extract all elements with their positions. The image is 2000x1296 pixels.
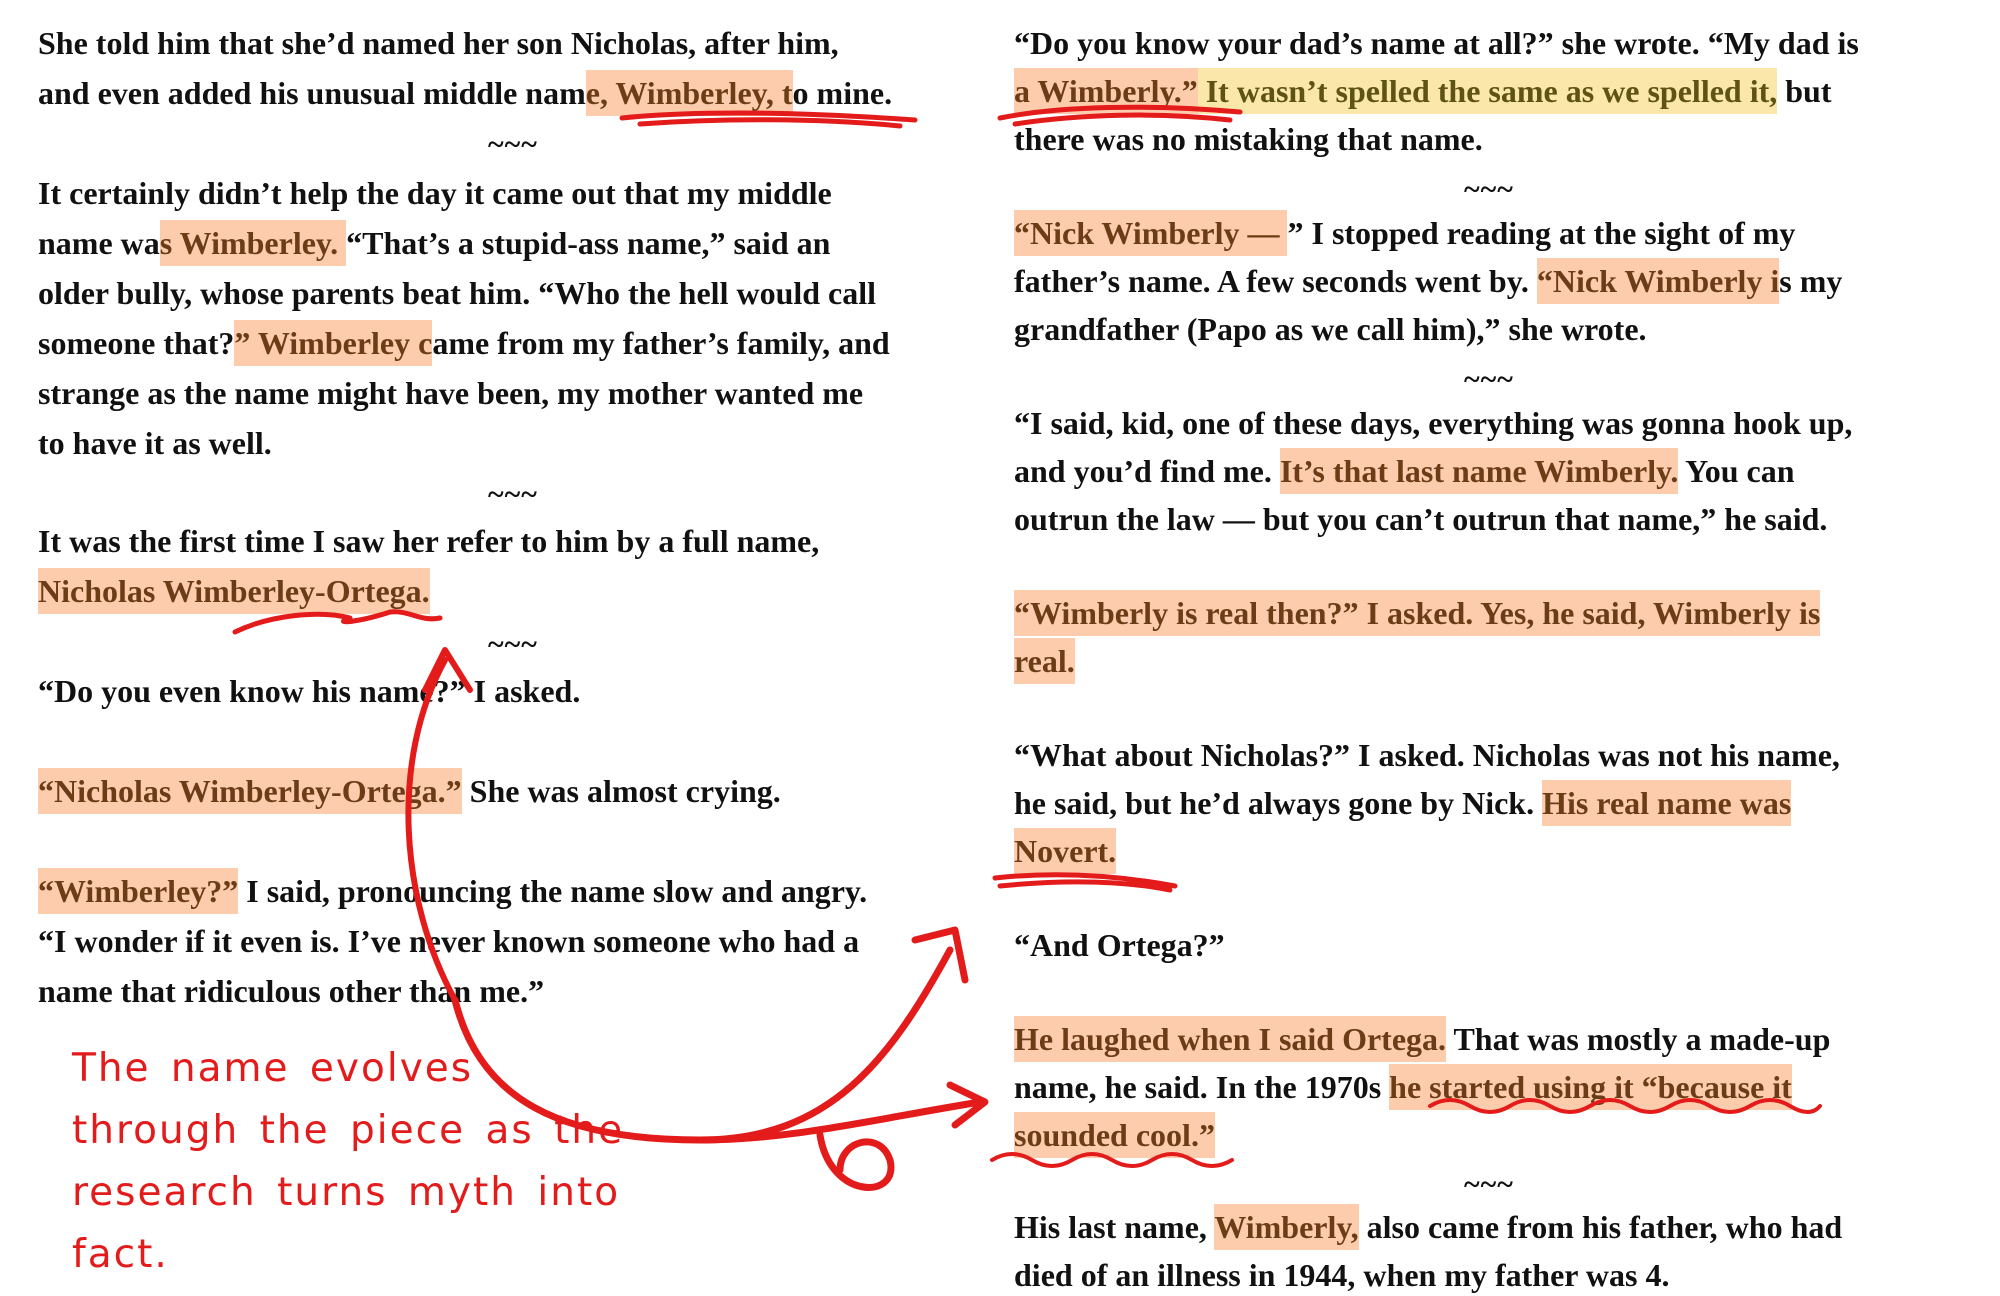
curved-arrow [405, 657, 458, 1003]
text-line: “Do you know your dad’s name at all?” sh… [1014, 25, 1859, 61]
text-line: strange as the name might have been, my … [38, 375, 864, 411]
section-separator: ~~~ [488, 128, 538, 161]
highlight: sounded cool.” [1014, 1112, 1215, 1158]
annotation-line: fact. [72, 1232, 169, 1277]
text-line: “Nick Wimberly — ” I stopped reading at … [1014, 210, 1795, 256]
section-separator: ~~~ [488, 628, 538, 661]
highlight: he started using it “because it [1389, 1064, 1792, 1110]
text-line: “I wonder if it even is. I’ve never know… [38, 923, 860, 959]
annotation-line: research turns myth into [72, 1170, 621, 1215]
text-line: “Wimberley?” I said, pronouncing the nam… [38, 868, 867, 914]
section-separator: ~~~ [1464, 363, 1514, 396]
text-line: outrun the law — but you can’t outrun th… [1014, 501, 1828, 537]
text-line: name that ridiculous other than me.” [38, 973, 545, 1009]
text-line: “Wimberly is real then?” I asked. Yes, h… [1014, 590, 1821, 636]
text-line: His last name, Wimberly, also came from … [1014, 1204, 1842, 1250]
curved-arrow [696, 1098, 984, 1191]
text-line: there was no mistaking that name. [1014, 121, 1483, 157]
text-line: Novert. [1014, 828, 1117, 874]
highlight: a Wimberly.” [1014, 68, 1198, 114]
text-line: He laughed when I said Ortega. That was … [1014, 1016, 1830, 1062]
text-line: Nicholas Wimberley-Ortega. [38, 568, 430, 614]
highlight: Nicholas Wimberley-Ortega. [38, 568, 430, 614]
arrow-head [946, 1081, 989, 1129]
section-separator: ~~~ [1464, 1168, 1514, 1201]
highlight: His real name was [1542, 780, 1792, 826]
section-separator: ~~~ [488, 478, 538, 511]
highlight: “Wimberley?” [38, 868, 239, 914]
highlight: “Nick Wimberly — [1014, 210, 1288, 256]
curved-arrow [451, 946, 954, 1144]
text-line: and you’d find me. It’s that last name W… [1014, 448, 1795, 494]
text-line: It was the first time I saw her refer to… [38, 523, 820, 559]
text-line: sounded cool.” [1014, 1112, 1215, 1158]
text-line: It certainly didn’t help the day it came… [38, 175, 832, 211]
annotation-line: The name evolves [72, 1046, 474, 1091]
underline-scribble [619, 110, 918, 129]
arrow-head [911, 926, 969, 984]
text-line: grandfather (Papo as we call him),” she … [1014, 311, 1647, 347]
underline-scribble [232, 609, 443, 635]
text-line: to have it as well. [38, 425, 272, 461]
text-line: and even added his unusual middle name, … [38, 70, 892, 116]
highlight: s Wimberley. [159, 220, 347, 266]
underline-scribble [992, 872, 1178, 893]
highlight-yellow: It wasn’t spelled the same as we spelled… [1197, 68, 1778, 114]
text-line: “And Ortega?” [1014, 927, 1225, 963]
text-line: name, he said. In the 1970s he started u… [1014, 1064, 1792, 1110]
highlight: It’s that last name Wimberly. [1279, 448, 1679, 494]
handwritten-annotation: The name evolves through the piece as th… [72, 1038, 672, 1286]
text-line: older bully, whose parents beat him. “Wh… [38, 275, 877, 311]
wavy-underline [990, 1152, 1234, 1168]
text-line: someone that?” Wimberley came from my fa… [38, 320, 890, 366]
underline-scribble [997, 104, 1243, 127]
text-line: he said, but he’d always gone by Nick. H… [1014, 780, 1792, 826]
highlight: Wimberly, [1214, 1204, 1359, 1250]
highlight: e, Wimberley, t [585, 70, 793, 116]
arrow-head [422, 647, 473, 693]
text-line: died of an illness in 1944, when my fath… [1014, 1257, 1670, 1293]
wavy-underline [1428, 1098, 1822, 1114]
highlight: Novert. [1014, 828, 1117, 874]
section-separator: ~~~ [1464, 173, 1514, 206]
highlight: “Nick Wimberly i [1536, 258, 1780, 304]
highlight: He laughed when I said Ortega. [1014, 1016, 1447, 1062]
highlight: “Nicholas Wimberley-Ortega.” [38, 768, 462, 814]
text-line: real. [1014, 638, 1075, 684]
text-line: a Wimberly.” It wasn’t spelled the same … [1014, 68, 1832, 114]
text-line: “What about Nicholas?” I asked. Nicholas… [1014, 737, 1840, 773]
text-line: “Do you even know his name?” I asked. [38, 673, 581, 709]
highlight: ” Wimberley c [234, 320, 433, 366]
text-line: father’s name. A few seconds went by. “N… [1014, 258, 1842, 304]
text-line: “Nicholas Wimberley-Ortega.” She was alm… [38, 768, 781, 814]
highlight: “Wimberly is real then?” I asked. Yes, h… [1014, 590, 1821, 636]
text-line: “I said, kid, one of these days, everyth… [1014, 405, 1853, 441]
highlight: real. [1014, 638, 1075, 684]
text-line: name was Wimberley. “That’s a stupid-ass… [38, 220, 830, 266]
annotation-line: through the piece as the [72, 1108, 625, 1153]
text-line: She told him that she’d named her son Ni… [38, 25, 839, 61]
